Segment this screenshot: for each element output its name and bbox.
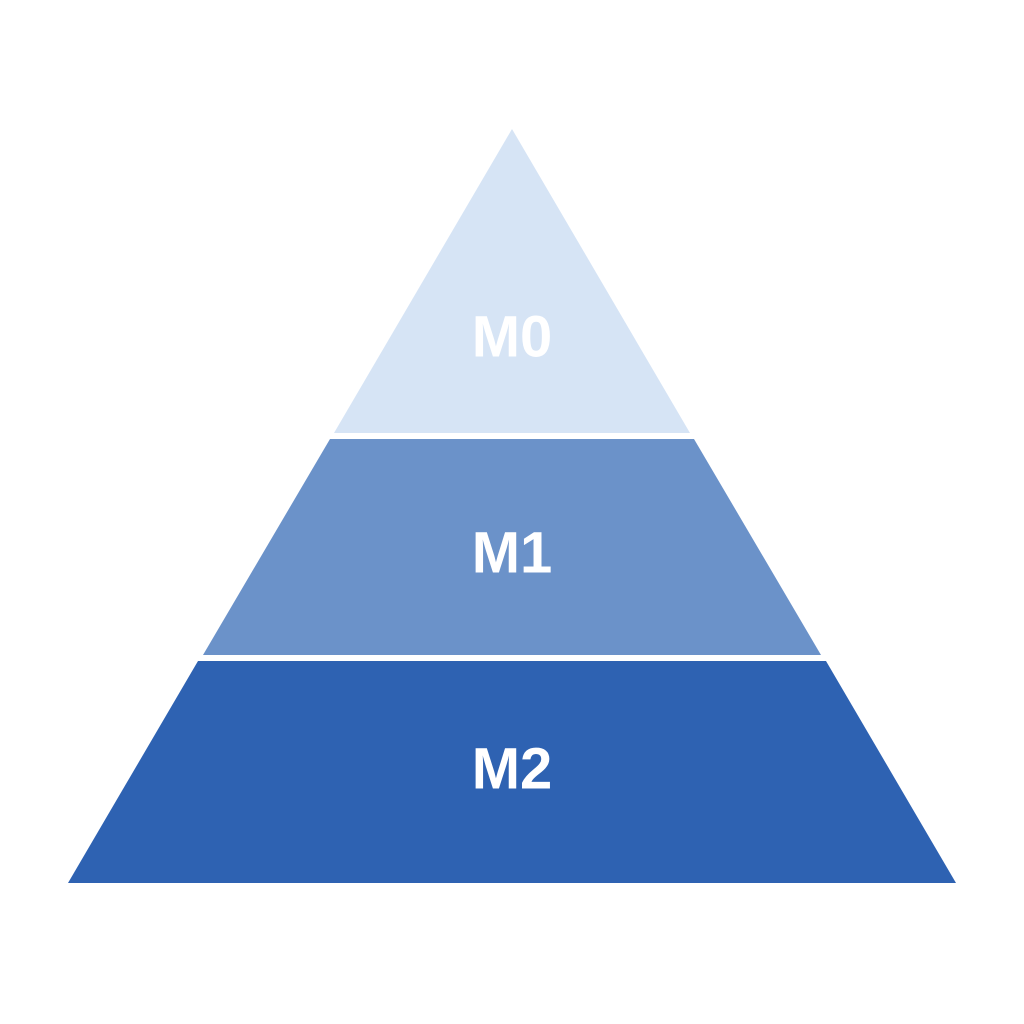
tier-label-top: M0 bbox=[472, 304, 553, 369]
tier-label-middle: M1 bbox=[472, 520, 553, 585]
pyramid-tier-middle bbox=[203, 439, 821, 655]
tier-label-bottom: M2 bbox=[472, 736, 553, 801]
pyramid-tier-bottom bbox=[68, 661, 956, 883]
pyramid-tier-top bbox=[334, 129, 690, 433]
